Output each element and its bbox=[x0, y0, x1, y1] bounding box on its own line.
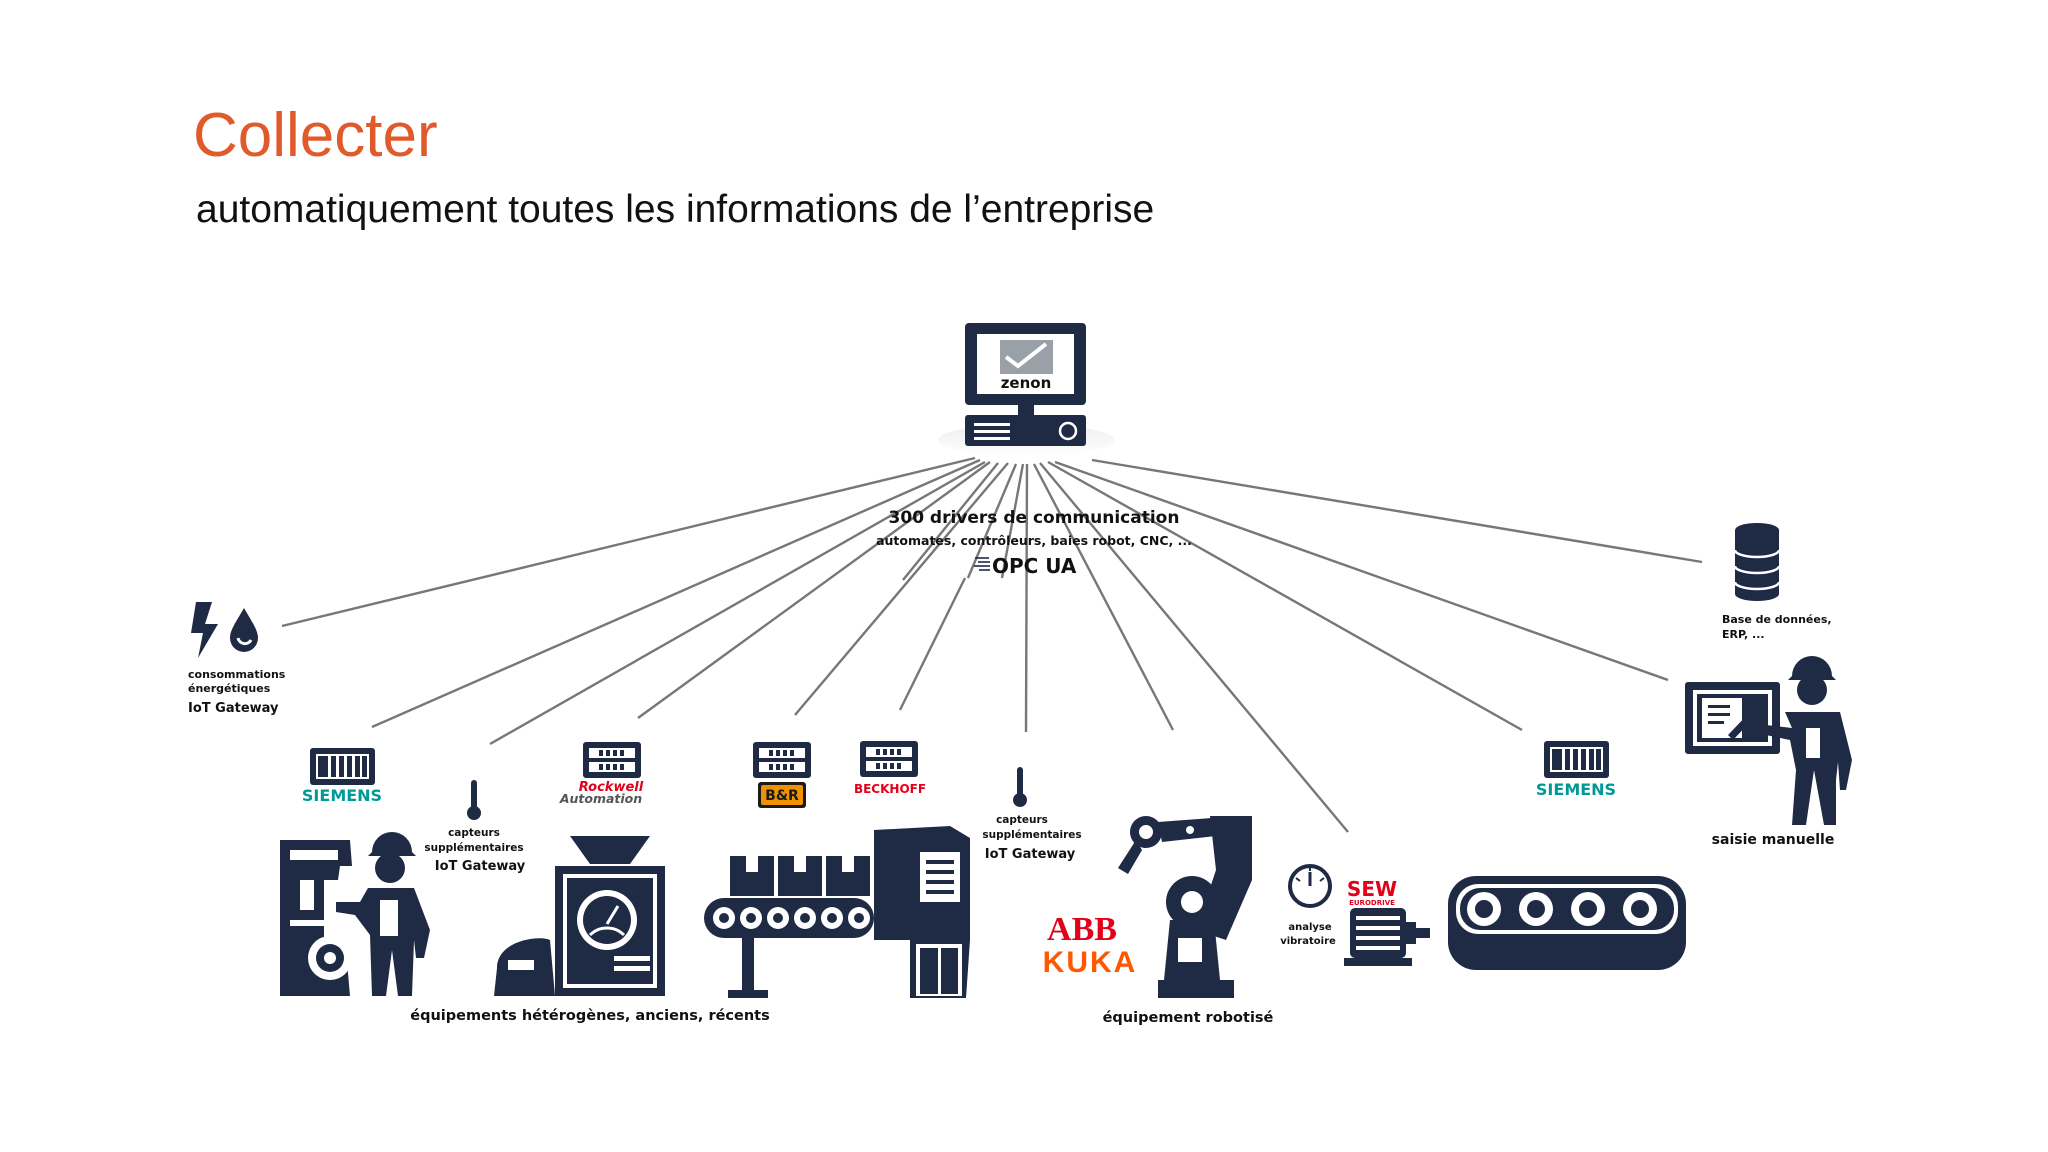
connection-line bbox=[1039, 462, 1349, 833]
sew-logo-subtext: EURODRIVE bbox=[1349, 899, 1395, 907]
connection-line bbox=[1032, 463, 1175, 731]
thermometer-icon bbox=[1013, 767, 1027, 807]
connection-line bbox=[489, 460, 986, 746]
packaging-conveyor bbox=[704, 826, 970, 998]
connection-line bbox=[1091, 458, 1703, 564]
clipboard-icon bbox=[1685, 682, 1780, 754]
vibration-label-1: analyse bbox=[1288, 922, 1332, 933]
opc-ua-text: OPC UA bbox=[992, 554, 1077, 578]
slide-subtitle: automatiquement toutes les informations … bbox=[196, 188, 1155, 231]
energy-label-2: énergétiques bbox=[188, 682, 271, 695]
vibration-group: analyse vibratoire SEW EURODRIVE bbox=[1280, 864, 1430, 966]
gear-icon bbox=[308, 936, 352, 980]
gauge-icon bbox=[1288, 864, 1332, 908]
siemens-logo: SIEMENS bbox=[302, 786, 382, 805]
drivers-subtitle: automates, contrôleurs, baies robot, CNC… bbox=[876, 533, 1192, 548]
zenon-computer: zenon bbox=[938, 323, 1114, 456]
connection-line bbox=[371, 458, 981, 729]
motor-icon bbox=[1344, 908, 1430, 966]
siemens-left-group: SIEMENS bbox=[302, 748, 382, 805]
siemens-right-group: SIEMENS bbox=[1536, 741, 1616, 799]
water-drop-icon bbox=[230, 608, 258, 652]
beckhoff-logo: BECKHOFF bbox=[854, 782, 926, 796]
drivers-title: 300 drivers de communication bbox=[889, 508, 1180, 528]
cnc-machine-with-worker bbox=[280, 832, 430, 996]
database-label-2: ERP, ... bbox=[1722, 628, 1765, 641]
abb-logo: ABB bbox=[1047, 911, 1117, 948]
rockwell-group: Rockwell Automation bbox=[559, 742, 644, 806]
energy-group: consommations énergétiques IoT Gateway bbox=[188, 602, 286, 716]
connection-line bbox=[1024, 463, 1029, 733]
hopper-machine bbox=[494, 836, 665, 996]
connection-line bbox=[1047, 460, 1523, 732]
manual-entry-group: saisie manuelle bbox=[1685, 656, 1852, 848]
connection-lines bbox=[281, 456, 1703, 833]
connection-line bbox=[637, 461, 991, 719]
sensor-center-group: capteurs supplémentaires IoT Gateway bbox=[982, 767, 1082, 862]
connection-line bbox=[1054, 460, 1669, 682]
database-label-1: Base de données, bbox=[1722, 613, 1832, 626]
zenon-label: zenon bbox=[1001, 374, 1052, 392]
siemens-logo: SIEMENS bbox=[1536, 780, 1616, 799]
robotized-equipment-caption: équipement robotisé bbox=[1103, 1010, 1274, 1026]
energy-gateway-label: IoT Gateway bbox=[188, 701, 279, 716]
database-icon bbox=[1733, 523, 1781, 601]
plc-icon bbox=[1544, 741, 1609, 778]
sensor-center-label-1: capteurs bbox=[996, 814, 1048, 826]
sensor-left-label-1: capteurs bbox=[448, 827, 500, 839]
sensor-left-group: capteurs supplémentaires IoT Gateway bbox=[424, 780, 526, 874]
connection-line bbox=[1000, 463, 1025, 579]
sensor-center-gateway: IoT Gateway bbox=[985, 847, 1076, 862]
sensor-center-label-2: supplémentaires bbox=[982, 829, 1081, 841]
beckhoff-group: BECKHOFF bbox=[854, 741, 926, 796]
database-group: Base de données, ERP, ... bbox=[1722, 523, 1832, 641]
br-logo: B&R bbox=[765, 788, 799, 804]
connection-line bbox=[898, 577, 967, 711]
plc-icon bbox=[860, 741, 918, 777]
opc-ua-logo: OPC UA bbox=[974, 554, 1077, 578]
worker-icon bbox=[1766, 656, 1852, 825]
lightning-icon bbox=[191, 602, 218, 658]
plc-icon bbox=[310, 748, 375, 785]
roller-conveyor bbox=[1448, 876, 1686, 970]
heterogeneous-equipment-caption: équipements hétérogènes, anciens, récent… bbox=[410, 1008, 770, 1024]
energy-label-1: consommations bbox=[188, 668, 286, 681]
manual-entry-label: saisie manuelle bbox=[1712, 832, 1835, 848]
sew-logo: SEW bbox=[1347, 877, 1397, 901]
robot-arm-icon bbox=[1118, 816, 1252, 998]
connection-line bbox=[281, 456, 976, 628]
gauge-icon bbox=[577, 890, 637, 950]
connection-line bbox=[794, 462, 1009, 716]
vibration-label-2: vibratoire bbox=[1280, 936, 1336, 947]
br-group: B&R bbox=[753, 742, 811, 808]
sensor-left-label-2: supplémentaires bbox=[424, 842, 523, 854]
connection-line bbox=[902, 462, 999, 581]
plc-icon bbox=[753, 742, 811, 778]
rockwell-logo-line1: Rockwell bbox=[579, 780, 644, 795]
thermometer-icon bbox=[467, 780, 481, 820]
kuka-logo: KUKA bbox=[1043, 946, 1138, 979]
rockwell-logo-line2: Automation bbox=[559, 791, 642, 806]
sensor-left-gateway: IoT Gateway bbox=[435, 859, 526, 874]
slide-title: Collecter bbox=[193, 101, 438, 170]
plc-icon bbox=[583, 742, 641, 778]
